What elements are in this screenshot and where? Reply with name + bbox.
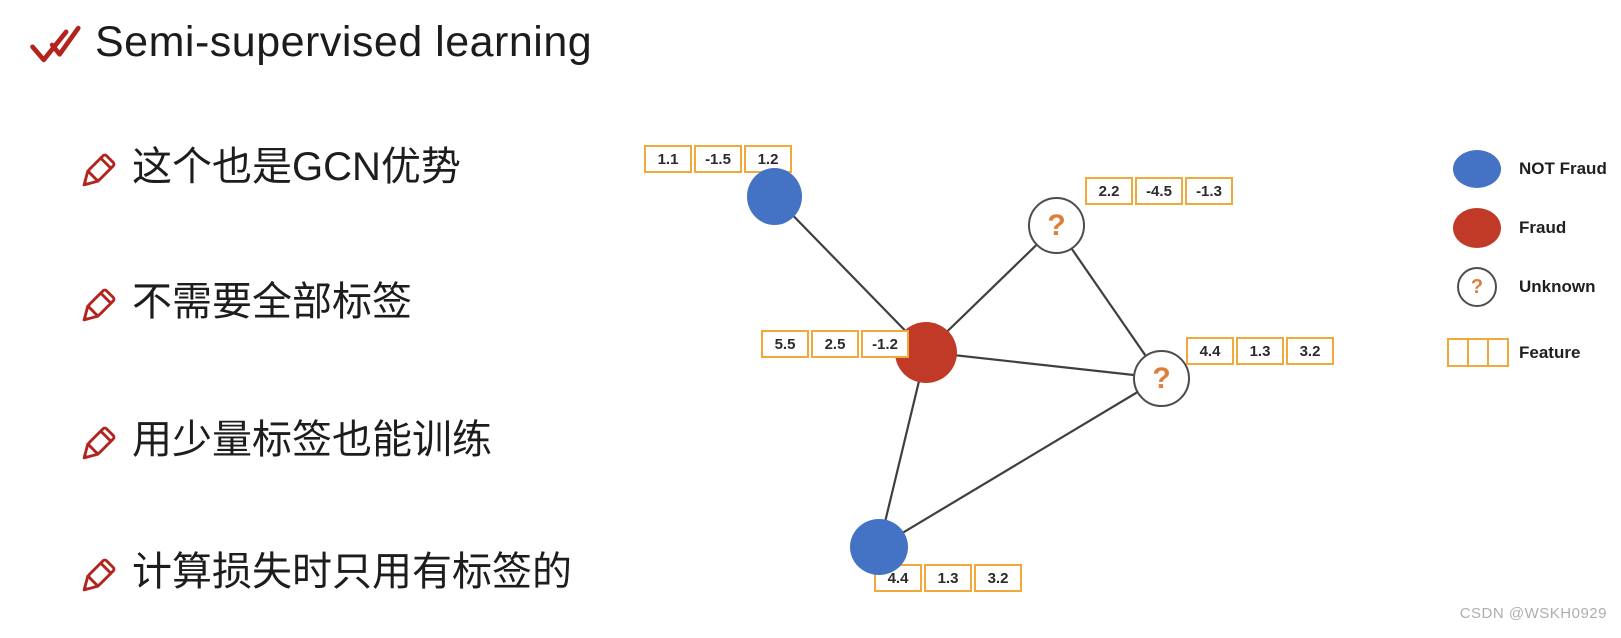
legend-item-unknown: ? Unknown [1447,267,1596,307]
feature-value: 3.2 [974,564,1022,592]
feature-value: -4.5 [1135,177,1183,205]
pencil-icon [77,557,117,597]
fraud-swatch [1453,208,1501,248]
bullet-item: 计算损失时只用有标签的 [74,549,572,602]
feature-swatch [1447,338,1509,367]
bullet-text: 这个也是GCN优势 [132,145,461,189]
feature-vector: 4.4 1.3 3.2 [1186,337,1334,365]
legend-item-feature: Feature [1447,338,1580,367]
graph-node-not-fraud [747,168,802,225]
legend-label: Unknown [1519,277,1596,296]
pencil-icon [77,425,117,465]
question-mark: ? [1152,361,1171,395]
question-mark: ? [1047,208,1066,242]
double-check-icon [26,20,82,68]
bullet-item: 用少量标签也能训练 [74,417,492,470]
watermark: CSDN @WSKH0929 [1459,605,1607,622]
feature-value: 1.3 [1236,337,1284,365]
feature-box [1447,338,1469,367]
feature-box [1487,338,1509,367]
unknown-swatch: ? [1457,267,1497,307]
feature-value: 1.1 [644,145,692,173]
bullet-text: 用少量标签也能训练 [132,418,492,462]
graph-edge [925,350,1162,380]
legend-label: Feature [1519,342,1581,362]
feature-vector: 5.5 2.5 -1.2 [761,330,909,358]
feature-value: 2.5 [811,330,859,358]
legend-swatch [1447,150,1513,188]
feature-value: 3.2 [1286,337,1334,365]
pencil-icon [77,287,117,327]
bullet-text: 计算损失时只用有标签的 [132,550,572,594]
feature-value: -1.3 [1185,177,1233,205]
feature-value: 2.2 [1085,177,1133,205]
legend-swatch [1447,338,1513,367]
bullet-item: 不需要全部标签 [74,279,412,332]
legend-swatch: ? [1447,267,1513,307]
feature-value: 4.4 [1186,337,1234,365]
legend-label: Fraud [1519,218,1567,237]
graph-edge [878,377,1162,548]
feature-box [1467,338,1489,367]
legend-item-not-fraud: NOT Fraud [1447,150,1607,188]
pencil-icon [77,152,117,192]
graph-node-unknown: ? [1028,197,1085,254]
not-fraud-swatch [1453,150,1501,188]
question-mark: ? [1470,276,1484,298]
feature-value: -1.2 [861,330,909,358]
legend-label: NOT Fraud [1519,159,1607,178]
feature-vector: 2.2 -4.5 -1.3 [1085,177,1233,205]
feature-value: 1.3 [924,564,972,592]
page-title: Semi-supervised learning [95,18,593,66]
bullet-item: 这个也是GCN优势 [74,144,461,197]
legend-swatch [1447,208,1513,248]
bullet-text: 不需要全部标签 [132,280,412,324]
feature-value: -1.5 [694,145,742,173]
graph-edge [773,195,927,353]
graph-node-unknown: ? [1133,350,1190,407]
graph-node-not-fraud [850,519,908,575]
feature-value: 5.5 [761,330,809,358]
legend-item-fraud: Fraud [1447,208,1566,248]
